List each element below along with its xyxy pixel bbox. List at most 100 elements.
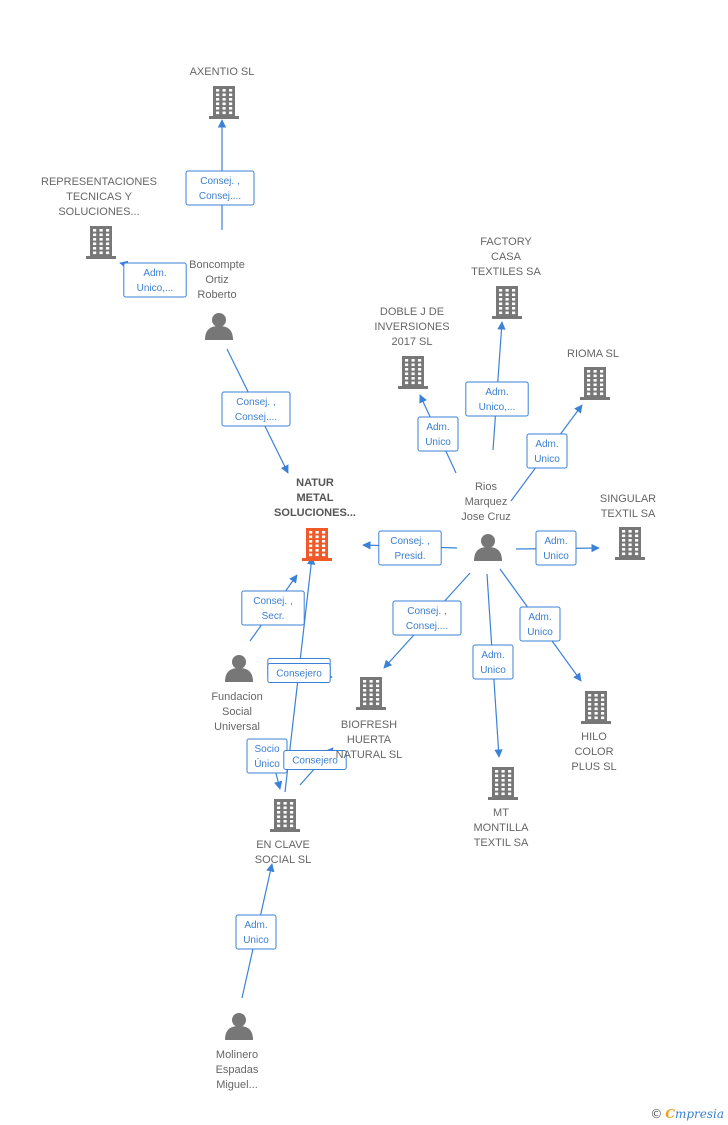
node-label: PLUS SL [571,761,616,773]
edge-label-e4[interactable]: Adm. Unico,... [465,381,529,417]
edge-label-text: Adm. [426,422,449,433]
node-label: Marquez [465,496,508,508]
node-rioma[interactable]: RIOMA SL [567,348,619,400]
edge-label-e17[interactable]: Adm. Unico [235,914,277,950]
edge-label-e5[interactable]: Adm. Unico [417,416,459,452]
edge-label-text: Socio [254,744,279,755]
node-label: NATURAL SL [336,749,403,761]
edge-label-text: Único [254,757,280,770]
node-label: TEXTIL SA [474,837,529,849]
edge-label-text: Consej. , [407,606,446,617]
edge-label-text: Unico,... [479,402,516,413]
node-natur[interactable]: NATUR METAL SOLUCIONES... [274,477,356,561]
node-label: Boncompte [189,259,245,271]
node-label: EN CLAVE [256,839,310,851]
edge-label-e8[interactable]: Adm.Unico [535,530,577,566]
building-icon[interactable] [615,527,645,560]
edge-label-text: Unico [243,935,269,946]
edge-label-text: Consej. , [236,397,275,408]
edge-labels-layer: Consej. , Consej.... Adm. Unico,... Consej. … [123,170,577,950]
node-label: SOLUCIONES... [274,507,356,519]
building-icon[interactable] [398,356,428,389]
edge-label-e1[interactable]: Consej. ,Consej.... [185,170,255,206]
node-label: Ortiz [205,274,228,286]
edge-label-e12[interactable]: Consej. , Secr. [241,590,305,626]
edge-label-e11[interactable]: Adm.Unico [519,606,561,642]
node-label: AXENTIO SL [190,66,255,78]
node-label: NATUR [296,477,334,489]
copyright-symbol: © [650,1107,663,1121]
building-icon[interactable] [580,367,610,400]
node-label: Universal [214,721,260,733]
building-icon[interactable] [488,767,518,800]
node-label: METAL [296,492,333,504]
building-icon[interactable] [270,799,300,832]
edge-label-e3[interactable]: Consej. , Consej.... [221,391,291,427]
person-icon[interactable] [225,1013,253,1040]
node-label: INVERSIONES [374,321,449,333]
building-icon[interactable] [356,677,386,710]
edge-label-text: Unico [425,437,451,448]
building-icon[interactable] [209,86,239,119]
edges-layer [119,119,600,999]
brand-logo: ©Cmpresia [650,1107,724,1121]
edge-label-e9[interactable]: Consej. ,Consej.... [392,600,462,636]
edge-label-e10[interactable]: Adm.Unico [472,644,514,680]
edge-label-text: Unico [527,627,553,638]
edge-label-text: Adm. [244,920,267,931]
edge-label-e2[interactable]: Adm.Unico,... [123,262,187,298]
edge-label-e7[interactable]: Consej. ,Presid. [378,530,442,566]
node-label: Fundacion [211,691,262,703]
edge-label-text: Unico [534,454,560,465]
edge-label-text: Consej.... [235,412,277,423]
node-label: Molinero [216,1049,258,1061]
person-icon[interactable] [225,655,253,682]
node-label: Miguel... [216,1079,258,1091]
edge-label-text: Secr. [262,611,285,622]
edge-label-text: Adm. [143,268,166,279]
edge-label-text: Presid. [394,551,425,562]
node-label: Rios [475,481,498,493]
brand-name: mpresia [674,1107,724,1121]
node-label: Social [222,706,252,718]
node-label: Roberto [197,289,236,301]
node-label: BIOFRESH [341,719,397,731]
node-hilo[interactable]: HILO COLOR PLUS SL [571,691,617,773]
edge-label-e14[interactable]: Consejero [267,663,331,683]
node-label: SOCIAL SL [255,854,311,866]
edge-label-text: Consej. , [253,596,292,607]
edge-label-e6[interactable]: Adm.Unico [526,433,568,469]
person-icon[interactable] [205,313,233,340]
nodes-layer: AXENTIO SL REPRESENTACIONES TECNICAS Y SOLU… [41,66,656,1091]
node-label: Jose Cruz [461,511,511,523]
node-molinero[interactable]: MolineroEspadasMiguel... [216,1013,259,1091]
node-label: FACTORY [480,236,532,248]
building-icon[interactable] [86,226,116,259]
edge-label-text: Consej.... [199,191,241,202]
node-label: TEXTILES SA [471,266,541,278]
building-icon[interactable] [492,286,522,319]
node-enclave[interactable]: EN CLAVE SOCIAL SL [255,799,311,866]
edge-label-text: Adm. [485,387,508,398]
building-icon[interactable] [302,528,332,561]
node-label: HILO [581,731,607,743]
edge-label-text: Consejero [292,756,338,767]
edge-label-e16[interactable]: Consejero [283,750,347,770]
person-icon[interactable] [474,534,502,561]
edge-label-text: Adm. [481,650,504,661]
node-label: TECNICAS Y [66,191,132,203]
building-icon[interactable] [581,691,611,724]
node-label: REPRESENTACIONES [41,176,157,188]
node-axentio[interactable]: AXENTIO SL [190,66,255,119]
node-label: COLOR [574,746,613,758]
